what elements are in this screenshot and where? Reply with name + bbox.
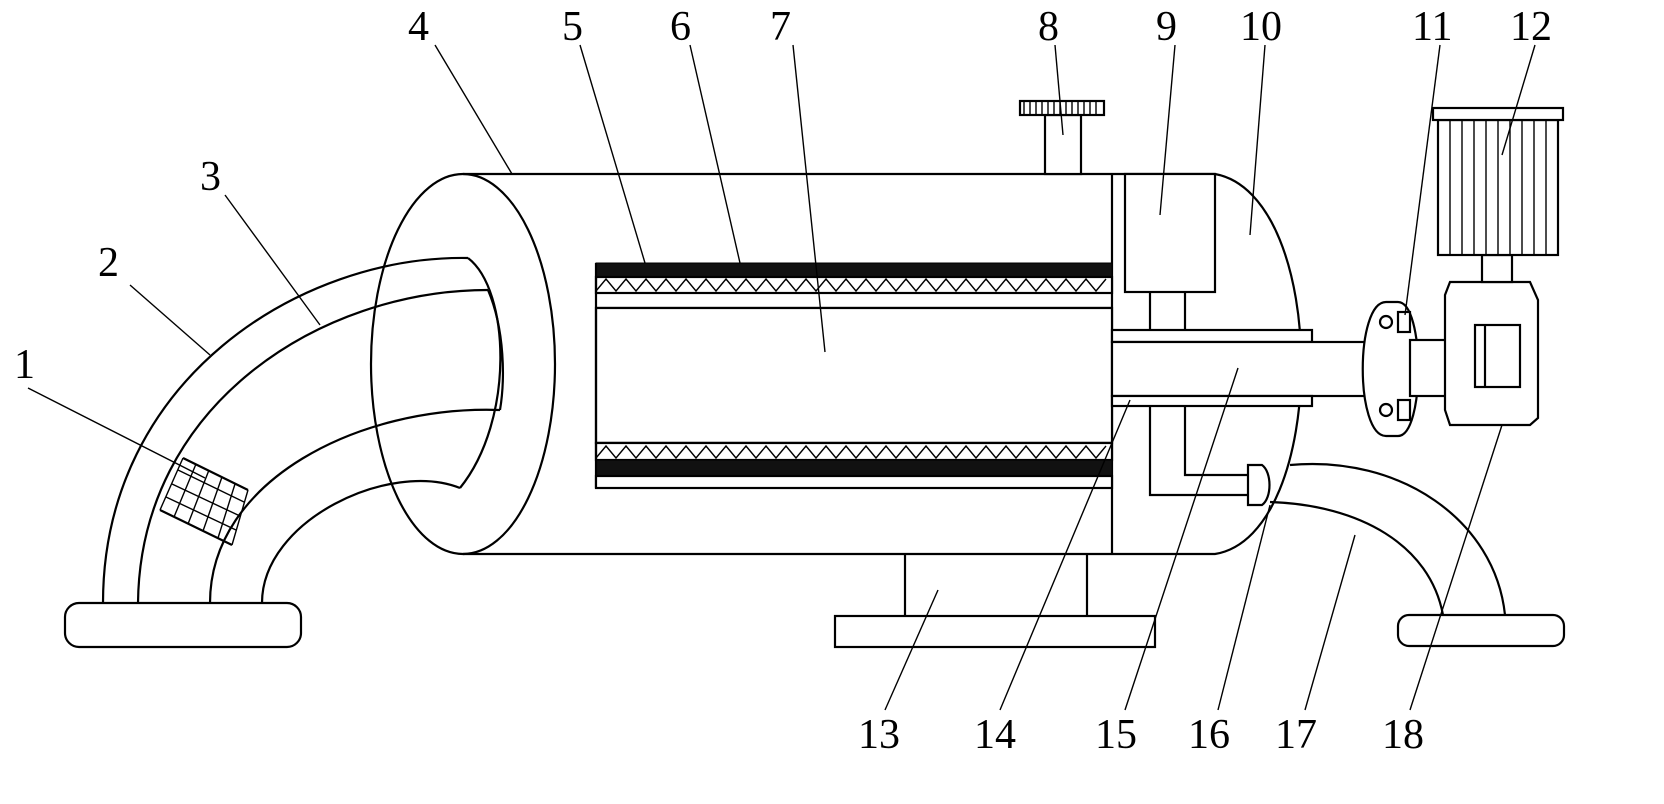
upper-filter-layer <box>595 262 1113 278</box>
gearbox <box>1443 280 1540 427</box>
right-base-plate <box>1396 613 1566 648</box>
label-8: 8 <box>1038 4 1059 50</box>
leader-16 <box>1217 504 1271 711</box>
top-valve <box>1018 99 1106 176</box>
control-box <box>1123 172 1217 330</box>
part-labels: 1 2 3 4 5 6 7 8 9 10 11 12 13 14 15 16 1… <box>14 4 1552 758</box>
leader-12 <box>1501 44 1536 156</box>
lower-filter-layer <box>595 459 1113 477</box>
leader-4 <box>434 44 513 175</box>
leader-15 <box>1124 367 1239 711</box>
label-13: 13 <box>858 712 900 758</box>
leader-5 <box>579 44 646 264</box>
left-base-plate <box>63 601 303 649</box>
label-17: 17 <box>1275 712 1317 758</box>
leader-17 <box>1304 534 1356 711</box>
leader-8 <box>1054 44 1064 136</box>
label-6: 6 <box>670 4 691 50</box>
leader-7 <box>792 44 826 353</box>
leader-6 <box>689 44 741 264</box>
leader-3 <box>224 194 321 326</box>
pipe-grid-section <box>159 457 249 546</box>
label-15: 15 <box>1095 712 1137 758</box>
label-10: 10 <box>1240 4 1282 50</box>
label-9: 9 <box>1156 4 1177 50</box>
drive-shaft <box>1110 328 1390 408</box>
leader-9 <box>1159 44 1176 216</box>
leader-lines <box>27 44 1536 711</box>
curved-inlet-pipe <box>101 256 504 604</box>
label-4: 4 <box>408 4 429 50</box>
center-support <box>833 554 1157 649</box>
drain-line <box>1148 406 1271 507</box>
label-11: 11 <box>1412 4 1452 50</box>
label-12: 12 <box>1510 4 1552 50</box>
flange <box>1361 300 1452 438</box>
outlet-pipe <box>1269 462 1507 616</box>
leader-13 <box>884 589 939 711</box>
leader-10 <box>1249 44 1266 236</box>
label-7: 7 <box>770 4 791 50</box>
label-14: 14 <box>974 712 1016 758</box>
label-3: 3 <box>200 154 221 200</box>
motor <box>1431 106 1565 284</box>
label-2: 2 <box>98 240 119 286</box>
leader-18 <box>1409 424 1503 711</box>
filter-drum <box>594 262 1114 490</box>
label-5: 5 <box>562 4 583 50</box>
label-18: 18 <box>1382 712 1424 758</box>
leader-1 <box>27 387 206 479</box>
leader-11 <box>1404 44 1441 316</box>
filter-chamber <box>594 306 1114 445</box>
label-16: 16 <box>1188 712 1230 758</box>
label-1: 1 <box>14 342 35 388</box>
leader-2 <box>129 284 211 356</box>
leader-14 <box>999 399 1131 711</box>
